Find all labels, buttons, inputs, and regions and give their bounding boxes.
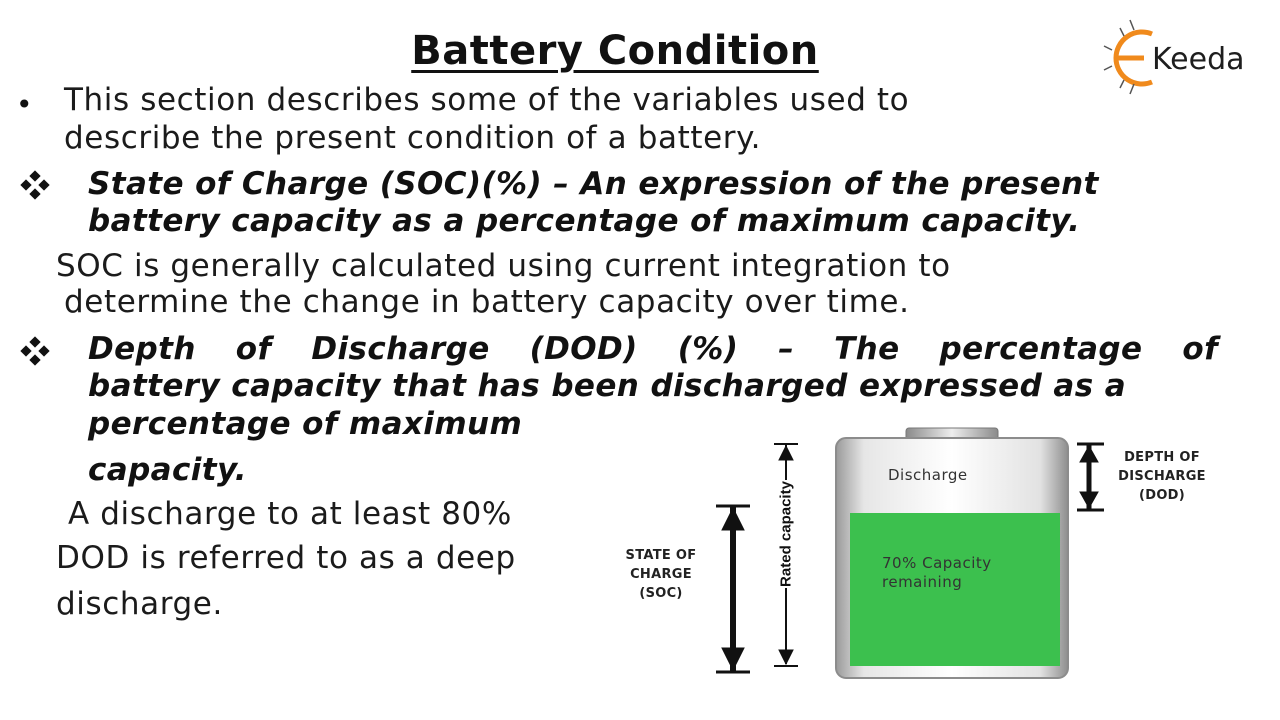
deep-discharge-line-2: DOD is referred to as a deep [56, 540, 516, 576]
dod-label-line: (DOD) [1138, 488, 1186, 503]
dod-word: (%) [677, 331, 739, 367]
dod-word: – [778, 331, 795, 367]
soc-label-line: STATE OF [625, 548, 697, 563]
battery-diagram: STATE OF CHARGE (SOC) Rated capacity Dis… [600, 420, 1280, 720]
dod-label-line: DISCHARGE [1118, 469, 1206, 484]
soc-note-line-1: SOC is generally calculated using curren… [56, 248, 951, 284]
capacity-remaining-line: remaining [882, 573, 963, 591]
rated-capacity-label: Rated capacity [777, 481, 795, 587]
dod-label: DEPTH OF DISCHARGE (DOD) [1102, 448, 1222, 505]
soc-note-line-2: determine the change in battery capacity… [64, 284, 910, 320]
dod-arrow [1077, 442, 1104, 512]
capacity-remaining-fill [850, 513, 1060, 666]
discharge-label: Discharge [888, 466, 968, 484]
dod-word: of [235, 331, 272, 367]
diamond-bullet-icon [20, 336, 50, 366]
dod-word: (DOD) [529, 331, 638, 367]
soc-definition-line-2: battery capacity as a percentage of maxi… [88, 203, 1081, 239]
dod-word: The [834, 331, 900, 367]
dod-word: of [1182, 331, 1218, 367]
soc-label-line: (SOC) [639, 586, 683, 601]
soc-label: STATE OF CHARGE (SOC) [612, 546, 710, 603]
capacity-remaining-line: 70% Capacity [882, 554, 992, 572]
intro-line-2: describe the present condition of a batt… [64, 120, 762, 156]
deep-discharge-line-1: A discharge to at least 80% [68, 496, 512, 532]
dod-label-line: DEPTH OF [1124, 450, 1200, 465]
capacity-remaining-label: 70% Capacity remaining [882, 554, 992, 592]
ekeeda-logo: Keeda [1100, 16, 1260, 98]
logo-text: Keeda [1152, 42, 1245, 77]
dod-definition-line-3: percentage of maximum [88, 406, 523, 442]
slide-title: Battery Condition [411, 28, 819, 74]
ekeeda-logo-mark [1103, 19, 1153, 95]
soc-definition-line-1: State of Charge (SOC)(%) – An expression… [88, 166, 1099, 202]
soc-label-line: CHARGE [630, 567, 692, 582]
deep-discharge-line-3: discharge. [56, 586, 223, 622]
dod-definition-line-4: capacity. [88, 452, 247, 488]
rated-capacity-arrow [774, 443, 798, 667]
dod-word: Discharge [311, 331, 490, 367]
dod-definition-line-2: battery capacity that has been discharge… [88, 368, 1127, 404]
dod-word: Depth [88, 331, 196, 367]
intro-line-1: This section describes some of the varia… [64, 82, 910, 118]
soc-arrow [716, 504, 750, 674]
dod-word: percentage [939, 331, 1143, 367]
diamond-bullet-icon [20, 170, 50, 200]
dod-definition-line-1: Depth of Discharge (DOD) (%) – The perce… [88, 331, 1218, 367]
bullet-icon: • [16, 88, 33, 121]
